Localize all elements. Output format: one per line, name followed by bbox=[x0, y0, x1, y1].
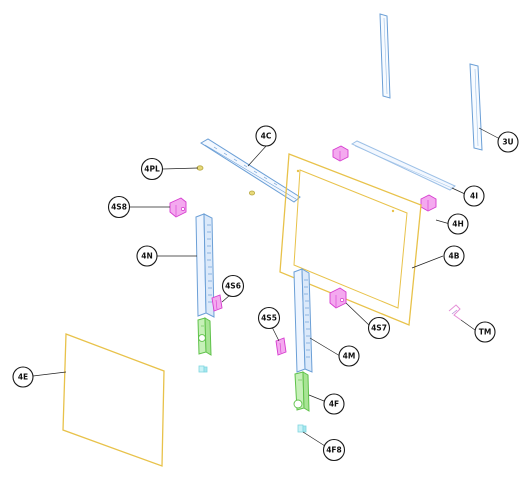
svg-text:4C: 4C bbox=[261, 132, 272, 141]
callout-4i: 4I bbox=[463, 185, 485, 207]
callout-4m: 4M bbox=[338, 345, 360, 367]
callout-4s6: 4S6 bbox=[221, 274, 245, 298]
callout-4s8: 4S8 bbox=[107, 195, 131, 219]
svg-text:4S5: 4S5 bbox=[261, 314, 277, 323]
part-tm-spring bbox=[448, 304, 462, 321]
part-4s8-bracket bbox=[169, 197, 187, 218]
svg-text:TM: TM bbox=[479, 328, 492, 337]
part-left-hinge bbox=[197, 317, 212, 356]
callout-4f: 4F bbox=[323, 393, 345, 415]
callout-4pl: 4PL bbox=[140, 157, 164, 181]
svg-text:4E: 4E bbox=[18, 373, 28, 382]
svg-text:4I: 4I bbox=[470, 192, 478, 201]
callout-tm: TM bbox=[474, 321, 496, 343]
part-3u-trim-strips bbox=[379, 13, 483, 151]
part-4f-right-hinge bbox=[293, 371, 310, 412]
callout-4b: 4B bbox=[443, 245, 465, 267]
svg-text:4H: 4H bbox=[452, 220, 464, 229]
part-4s5-stop bbox=[275, 337, 287, 356]
svg-text:4F8: 4F8 bbox=[326, 446, 342, 455]
svg-text:4N: 4N bbox=[141, 252, 153, 261]
svg-text:4M: 4M bbox=[343, 352, 356, 361]
leader-lines bbox=[32, 127, 501, 447]
part-4c-top-rail bbox=[200, 138, 301, 203]
part-4e-outer-glass bbox=[62, 333, 165, 467]
svg-text:4S7: 4S7 bbox=[371, 324, 387, 333]
part-4b-glass-panel bbox=[279, 153, 422, 326]
svg-text:4PL: 4PL bbox=[144, 165, 160, 174]
callout-4n: 4N bbox=[136, 245, 158, 267]
part-4i-top-rail bbox=[350, 140, 456, 191]
part-4n-left-hinge-channel bbox=[195, 213, 215, 318]
part-4m-right-hinge-channel bbox=[293, 268, 313, 373]
svg-text:4F: 4F bbox=[329, 400, 339, 409]
callout-4e: 4E bbox=[12, 366, 34, 388]
callout-3u: 3U bbox=[497, 131, 519, 153]
svg-text:4S8: 4S8 bbox=[111, 203, 127, 212]
callout-4s7: 4S7 bbox=[367, 316, 391, 340]
callout-4h: 4H bbox=[447, 213, 469, 235]
callout-4c: 4C bbox=[255, 125, 277, 147]
part-4s7-bracket bbox=[329, 287, 347, 309]
svg-text:4B: 4B bbox=[449, 252, 460, 261]
part-left-clip bbox=[198, 365, 208, 373]
part-4s6-stop bbox=[211, 294, 223, 312]
svg-text:3U: 3U bbox=[502, 138, 513, 147]
svg-text:4S6: 4S6 bbox=[225, 282, 241, 291]
callout-4s5: 4S5 bbox=[257, 306, 281, 330]
callout-4f8: 4F8 bbox=[322, 438, 346, 462]
part-4f8-clip bbox=[297, 424, 307, 433]
